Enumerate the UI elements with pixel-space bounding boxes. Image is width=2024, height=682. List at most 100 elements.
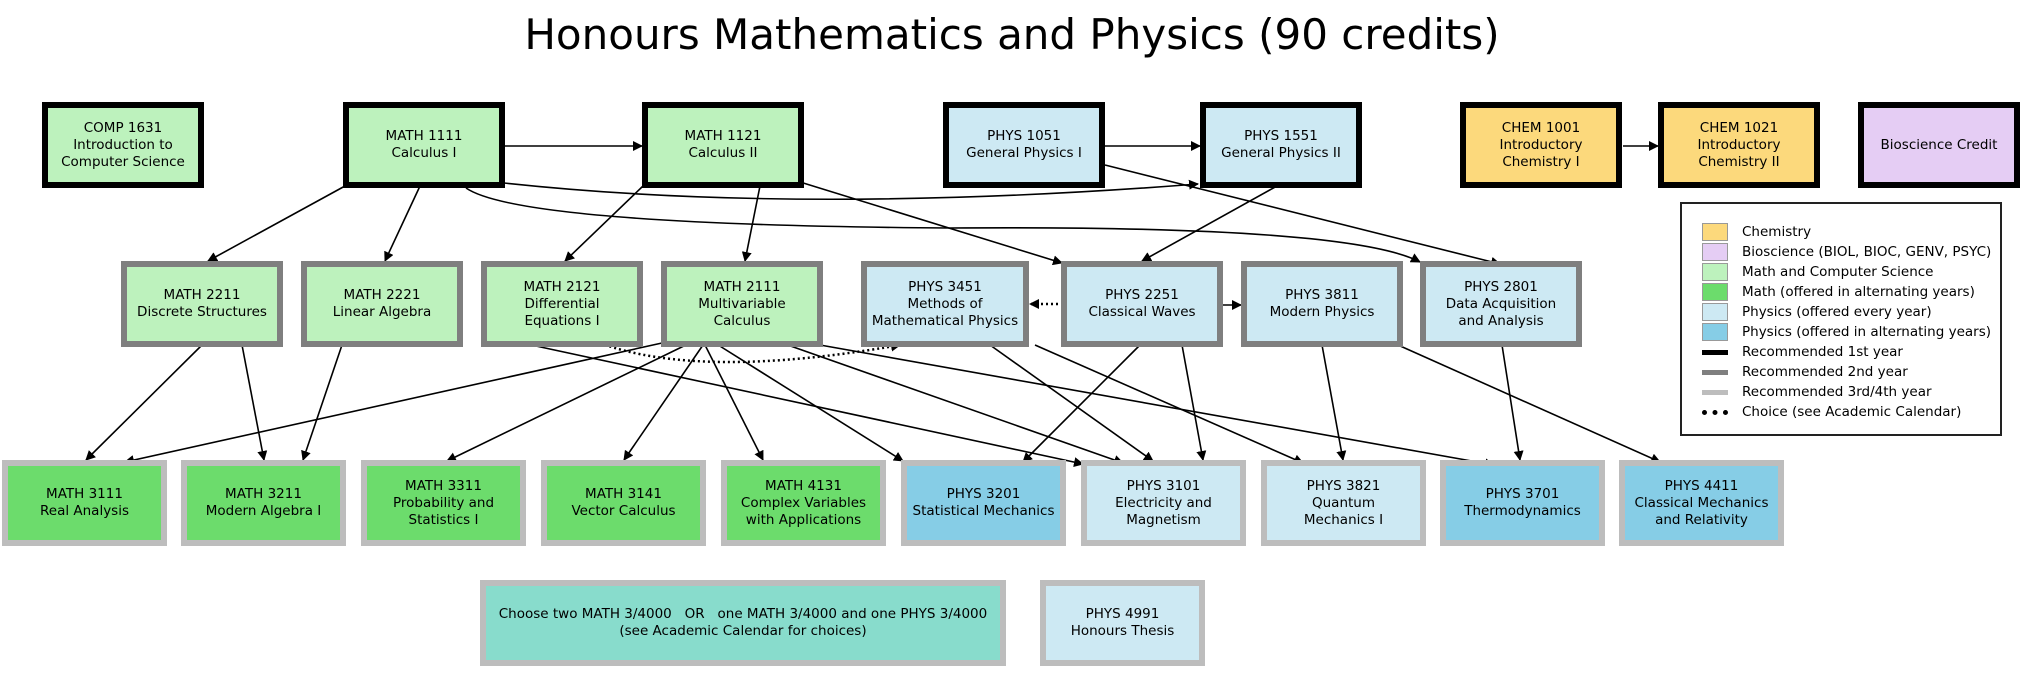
legend-item: Math and Computer Science — [1682, 262, 2000, 282]
course-math2111: MATH 2111 Multivariable Calculus — [661, 261, 823, 347]
course-phys2251: PHYS 2251 Classical Waves — [1061, 261, 1223, 347]
course-name: General Physics I — [966, 145, 1082, 161]
course-name: Linear Algebra — [332, 304, 432, 320]
legend-item: Chemistry — [1682, 222, 2000, 242]
course-code: CHEM 1001 — [1501, 119, 1581, 136]
legend-item: Recommended 2nd year — [1682, 362, 2000, 382]
choice-electives-box: Choose two MATH 3/4000 OR one MATH 3/400… — [480, 580, 1006, 666]
arrow-math2111-phys3201 — [714, 342, 904, 462]
legend-item: Choice (see Academic Calendar) — [1682, 402, 2000, 422]
arrow-math2111-math3141 — [623, 344, 704, 461]
legend-line-sample — [1702, 390, 1728, 395]
course-math4131: MATH 4131 Complex Variables with Applica… — [721, 460, 886, 546]
course-name: Electricity and Magnetism — [1115, 494, 1212, 528]
course-code: PHYS 4991 — [1085, 606, 1160, 622]
course-name: Introductory Chemistry II — [1697, 136, 1781, 170]
course-name: Introduction to Computer Science — [61, 136, 185, 170]
legend-swatch — [1702, 223, 1728, 241]
arrow-math2111-math3311 — [446, 342, 691, 462]
course-code: MATH 3141 — [585, 486, 662, 502]
diagram-title: Honours Mathematics and Physics (90 cred… — [524, 10, 1500, 59]
legend-label: Physics (offered every year) — [1742, 304, 1932, 320]
legend-item: Recommended 3rd/4th year — [1682, 382, 2000, 402]
choice-note: (see Academic Calendar for choices) — [619, 623, 867, 639]
arrow-math2221-math3211 — [301, 344, 343, 461]
course-code: CHEM 1021 — [1699, 119, 1779, 136]
legend-label: Math and Computer Science — [1742, 264, 1934, 280]
course-code: PHYS 1051 — [987, 128, 1061, 144]
course-name: Differential Equations I — [524, 295, 600, 329]
course-phys3821: PHYS 3821 Quantum Mechanics I — [1261, 460, 1426, 546]
arrow-phys3451-phys3101 — [989, 344, 1154, 462]
legend-line-sample — [1702, 350, 1728, 355]
arrow-phys3451-phys3821 — [1034, 344, 1304, 464]
course-name: Modern Physics — [1269, 304, 1375, 320]
course-math1111: MATH 1111 Calculus I — [343, 102, 505, 188]
arrow-math1111-math2221 — [384, 185, 421, 262]
course-phys2801: PHYS 2801 Data Acquisition and Analysis — [1420, 261, 1582, 347]
course-name: Thermodynamics — [1464, 503, 1581, 519]
legend-label: Recommended 1st year — [1742, 344, 1903, 360]
course-name: Complex Variables with Applications — [740, 494, 867, 528]
course-phys4411: PHYS 4411 Classical Mechanics and Relati… — [1619, 460, 1784, 546]
course-code: PHYS 3701 — [1485, 486, 1560, 502]
arrow-phys3811-phys3821 — [1321, 344, 1347, 461]
course-chem1001: CHEM 1001 Introductory Chemistry I — [1460, 102, 1622, 188]
course-chem1021: CHEM 1021 Introductory Chemistry II — [1658, 102, 1820, 188]
arrow-math2211-math3111 — [85, 344, 203, 461]
course-code: MATH 1111 — [385, 128, 463, 144]
arrow-math2111-phys3701 — [819, 344, 1495, 469]
course-name: Modern Algebra I — [205, 503, 322, 519]
course-comp1631: COMP 1631 Introduction to Computer Scien… — [42, 102, 204, 188]
course-code: PHYS 3811 — [1285, 287, 1359, 303]
course-bioscience-credit: Bioscience Credit — [1858, 102, 2020, 188]
course-phys3811: PHYS 3811 Modern Physics — [1241, 261, 1403, 347]
course-phys3451: PHYS 3451 Methods of Mathematical Physic… — [861, 261, 1029, 347]
arrow-math1111-math2211 — [207, 185, 346, 262]
course-code: MATH 2121 — [523, 278, 601, 295]
arrow-math2111-math4131 — [704, 344, 764, 461]
course-code: MATH 2221 — [343, 287, 421, 303]
legend-label: Choice (see Academic Calendar) — [1742, 404, 1962, 420]
course-name: Data Acquisition and Analysis — [1445, 295, 1557, 329]
course-math2121: MATH 2121 Differential Equations I — [481, 261, 643, 347]
course-name: General Physics II — [1221, 145, 1341, 161]
legend-swatch — [1702, 243, 1728, 261]
course-code: PHYS 1551 — [1244, 128, 1318, 144]
course-code: PHYS 3451 — [908, 278, 982, 295]
course-phys1551: PHYS 1551 General Physics II — [1200, 102, 1362, 188]
legend-item: Physics (offered in alternating years) — [1682, 322, 2000, 342]
course-phys1051: PHYS 1051 General Physics I — [943, 102, 1105, 188]
course-code: PHYS 2251 — [1105, 287, 1179, 303]
course-name: Calculus I — [391, 145, 457, 161]
arrow-math1111-phys1551 — [503, 179, 1199, 201]
course-math3141: MATH 3141 Vector Calculus — [541, 460, 706, 546]
legend-label: Recommended 3rd/4th year — [1742, 384, 1932, 400]
course-math2211: MATH 2211 Discrete Structures — [121, 261, 283, 347]
arrow-math1121-math2121 — [564, 185, 644, 262]
course-code: PHYS 3821 — [1306, 477, 1381, 494]
course-code: MATH 3311 — [405, 477, 482, 494]
course-name: Honours Thesis — [1070, 623, 1175, 639]
arrow-phys2251-phys3101 — [1181, 344, 1207, 461]
course-code: PHYS 2801 — [1464, 278, 1538, 295]
course-name: Real Analysis — [39, 503, 129, 519]
legend-item: Physics (offered every year) — [1682, 302, 2000, 322]
legend-label: Bioscience (BIOL, BIOC, GENV, PSYC) — [1742, 244, 1992, 260]
arrow-phys3811-phys4411 — [1397, 344, 1661, 463]
arrow-math2211-math3211 — [241, 344, 268, 461]
course-math3211: MATH 3211 Modern Algebra I — [181, 460, 346, 546]
legend-label: Chemistry — [1742, 224, 1812, 240]
course-name: Calculus II — [688, 145, 758, 161]
arrow-math2111-math3111 — [124, 342, 663, 465]
course-code: MATH 2211 — [163, 287, 241, 303]
choice-instruction: Choose two MATH 3/4000 OR one MATH 3/400… — [498, 606, 988, 622]
course-code: PHYS 3201 — [946, 486, 1021, 502]
legend-item: Math (offered in alternating years) — [1682, 282, 2000, 302]
course-code: MATH 3211 — [225, 486, 302, 502]
legend-line-sample — [1702, 370, 1728, 375]
course-code: MATH 4131 — [765, 477, 842, 494]
course-name: Statistical Mechanics — [912, 503, 1055, 519]
course-name: Methods of Mathematical Physics — [871, 295, 1019, 329]
